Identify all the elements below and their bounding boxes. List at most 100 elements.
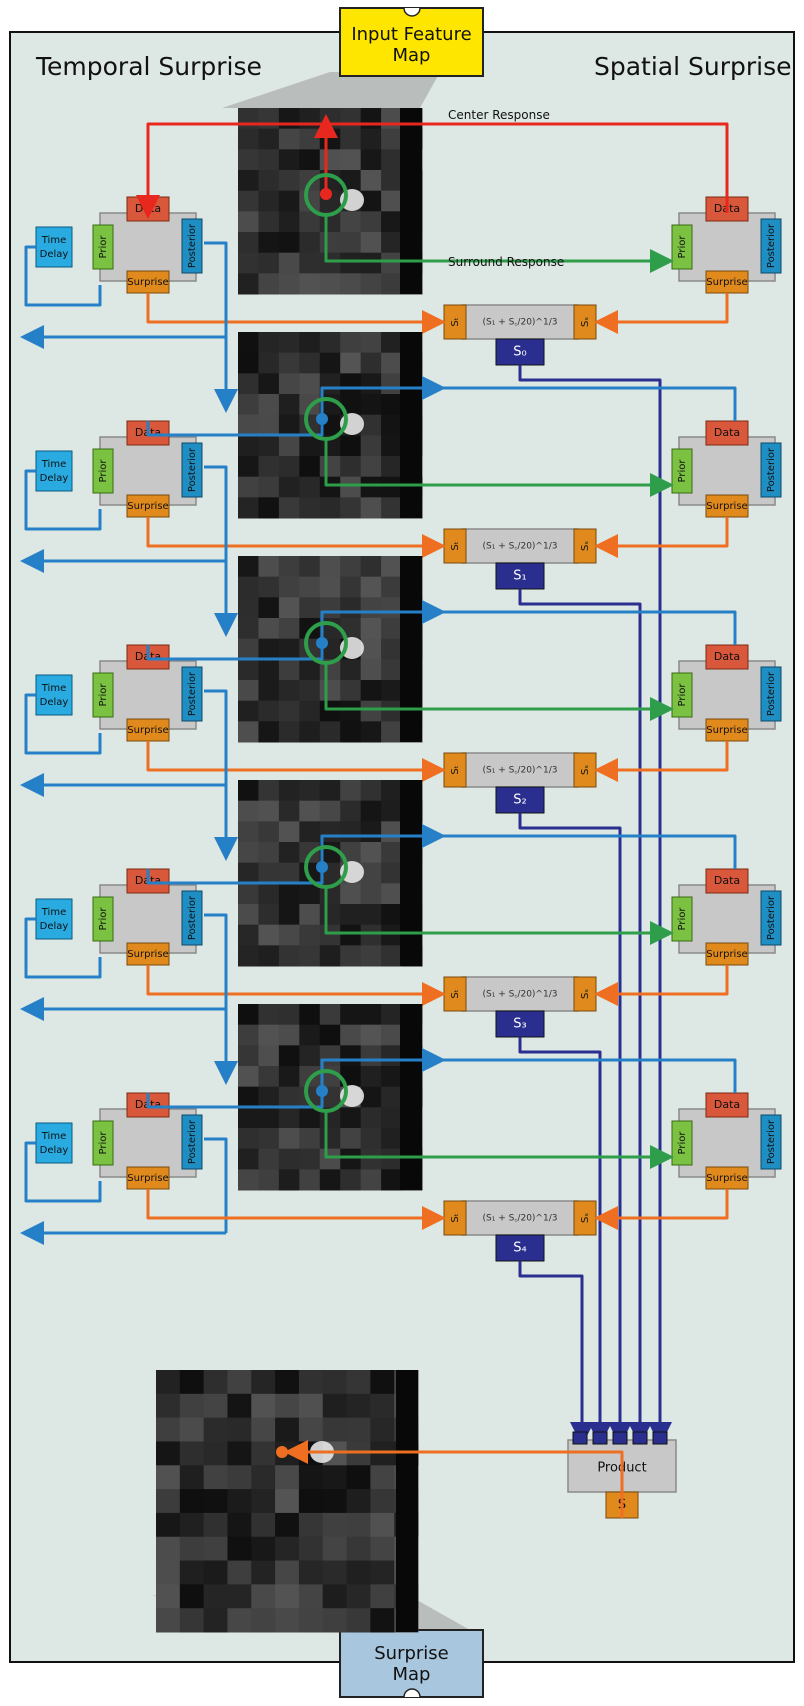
stage-1-image-pixel bbox=[381, 435, 403, 457]
stage-4-image-pixel bbox=[319, 1169, 341, 1191]
green-surround-1 bbox=[324, 439, 674, 497]
surprise-map-image-pixel bbox=[370, 1465, 395, 1490]
stage-2-image-pixel bbox=[258, 597, 280, 619]
stage-0-image-pixel bbox=[360, 211, 382, 233]
stage-3-image-pixel bbox=[360, 924, 382, 946]
stage-3-image-pixel bbox=[360, 780, 382, 802]
stage-4-image-pixel bbox=[238, 1024, 259, 1046]
temporal-module-2-surprise-label: Surprise bbox=[127, 725, 168, 736]
combiner-3-left-port-label: Sₜ bbox=[450, 989, 461, 998]
stage-4-image-pixel bbox=[258, 1024, 280, 1046]
time-delay-0-box bbox=[35, 226, 73, 268]
temporal-module-1-prior-box bbox=[92, 448, 114, 494]
stage-0-image-pixel bbox=[381, 170, 403, 192]
combiner-4-right-port-label: Sₛ bbox=[580, 1213, 591, 1223]
orange-spatial-surprise-2 bbox=[594, 741, 729, 782]
combiner-4-output-label: S₄ bbox=[513, 1241, 526, 1256]
stage-4-image-pixel bbox=[238, 1107, 259, 1129]
stage-0-image-pixel bbox=[238, 108, 259, 130]
surprise-map-image-pixel bbox=[298, 1560, 324, 1585]
stage-3-image-pixel bbox=[299, 924, 321, 946]
time-delay-2-label-line2: Delay bbox=[40, 697, 69, 708]
stage-3-image-pixel bbox=[278, 862, 300, 884]
stage-3-image-pixel bbox=[278, 780, 300, 802]
spatial-title: Spatial Surprise bbox=[594, 52, 792, 81]
navy-bus-3 bbox=[518, 1037, 612, 1446]
stage-4-image-pixel bbox=[258, 1128, 280, 1150]
product-input-port-0 bbox=[572, 1431, 588, 1445]
spatial-module-2-surprise-label: Surprise bbox=[706, 725, 747, 736]
stage-0-image-pixel bbox=[258, 232, 280, 254]
spatial-module-3-surprise-label: Surprise bbox=[706, 949, 747, 960]
stage-4-image-pixel bbox=[381, 1169, 403, 1191]
stage-4-image-pixel bbox=[278, 1066, 300, 1088]
stage-1-image-pixel bbox=[360, 414, 382, 436]
stage-0-image-pixel bbox=[381, 128, 403, 150]
stage-2-image-pixel bbox=[340, 721, 362, 743]
stage-2-image-pixel bbox=[381, 618, 403, 640]
stage-2-image-edge bbox=[400, 556, 422, 742]
stage-4-image-pixel bbox=[258, 1107, 280, 1129]
stage-2-image-pixel bbox=[381, 680, 403, 702]
spatial-module-2-prior-label: Prior bbox=[677, 683, 688, 707]
stage-3-image-pixel bbox=[299, 780, 321, 802]
surprise-map-image-pixel bbox=[322, 1370, 348, 1395]
temporal-module-0-posterior-label: Posterior bbox=[187, 223, 198, 268]
combiner-2-right-port-label: Sₛ bbox=[580, 765, 591, 775]
stage-1-image-pixel bbox=[299, 476, 321, 498]
stage-2-image-pixel bbox=[238, 700, 259, 722]
stage-1-image-pixel bbox=[360, 373, 382, 395]
stage-3-image-pixel bbox=[381, 842, 403, 864]
stage-4-image-pixel bbox=[258, 1169, 280, 1191]
temporal-module-4-posterior-box bbox=[181, 1114, 203, 1170]
stage-0-image-pixel bbox=[360, 108, 382, 130]
stage-3-image-pixel bbox=[238, 780, 259, 802]
stage-1-image-pixel bbox=[258, 373, 280, 395]
stage-4-image-pixel bbox=[360, 1148, 382, 1170]
temporal-module-4-posterior-label: Posterior bbox=[187, 1119, 198, 1164]
blue-posterior-feedback-3 bbox=[204, 913, 228, 1009]
stage-4-image-pixel bbox=[299, 1128, 321, 1150]
stage-3-image-edge bbox=[400, 780, 422, 966]
stage-1-image-pixel bbox=[258, 476, 280, 498]
stage-0-image-pixel bbox=[258, 273, 280, 295]
blue-time-delay-loop-2 bbox=[24, 693, 102, 755]
time-delay-1-box bbox=[35, 450, 73, 492]
blue-time-delay-loop-4 bbox=[24, 1141, 102, 1203]
stage-3-image-pixel bbox=[360, 821, 382, 843]
stage-4-image-pixel bbox=[340, 1024, 362, 1046]
red-center-to-spatial-0 bbox=[326, 122, 729, 213]
stage-3-image-pixel bbox=[278, 904, 300, 926]
stage-2-image-pixel bbox=[319, 721, 341, 743]
stage-0-image-pixel bbox=[299, 232, 321, 254]
stage-1-image-pixel bbox=[360, 497, 382, 519]
stage-4-image-pixel bbox=[278, 1128, 300, 1150]
stage-1-image-pixel bbox=[340, 497, 362, 519]
temporal-module-4-surprise-label: Surprise bbox=[127, 1173, 168, 1184]
stage-2-image-pixel bbox=[299, 680, 321, 702]
stage-0-image-pixel bbox=[278, 252, 300, 274]
stage-4-image-pixel bbox=[299, 1045, 321, 1067]
time-delay-4-box bbox=[35, 1122, 73, 1164]
stage-1-image-pixel bbox=[278, 332, 300, 354]
surprise-map-image-pixel bbox=[251, 1465, 276, 1490]
surprise-map-image-pixel bbox=[275, 1370, 300, 1395]
surprise-map-image-pixel bbox=[322, 1512, 348, 1538]
stage-0-image-pixel bbox=[360, 170, 382, 192]
surprise-map-image-pixel bbox=[346, 1441, 371, 1466]
stage-0-image-pixel bbox=[258, 190, 280, 212]
surprise-map-image-pixel bbox=[346, 1465, 371, 1490]
stage-1-image-pixel bbox=[340, 332, 362, 354]
stage-4-image-pixel bbox=[340, 1004, 362, 1026]
temporal-module-3-prior-box bbox=[92, 896, 114, 942]
stage-0-image-pixel bbox=[238, 190, 259, 212]
surprise-map-image-pixel bbox=[370, 1584, 395, 1609]
stage-1-image-pixel bbox=[381, 352, 403, 374]
surprise-map-image-pixel bbox=[346, 1560, 371, 1585]
stage-4-image-pixel bbox=[258, 1066, 280, 1088]
surprise-map-image-pixel bbox=[251, 1560, 276, 1585]
temporal-module-2-body bbox=[99, 660, 197, 730]
stage-1-image-pixel bbox=[299, 456, 321, 478]
surprise-map-image-pixel bbox=[227, 1489, 252, 1514]
